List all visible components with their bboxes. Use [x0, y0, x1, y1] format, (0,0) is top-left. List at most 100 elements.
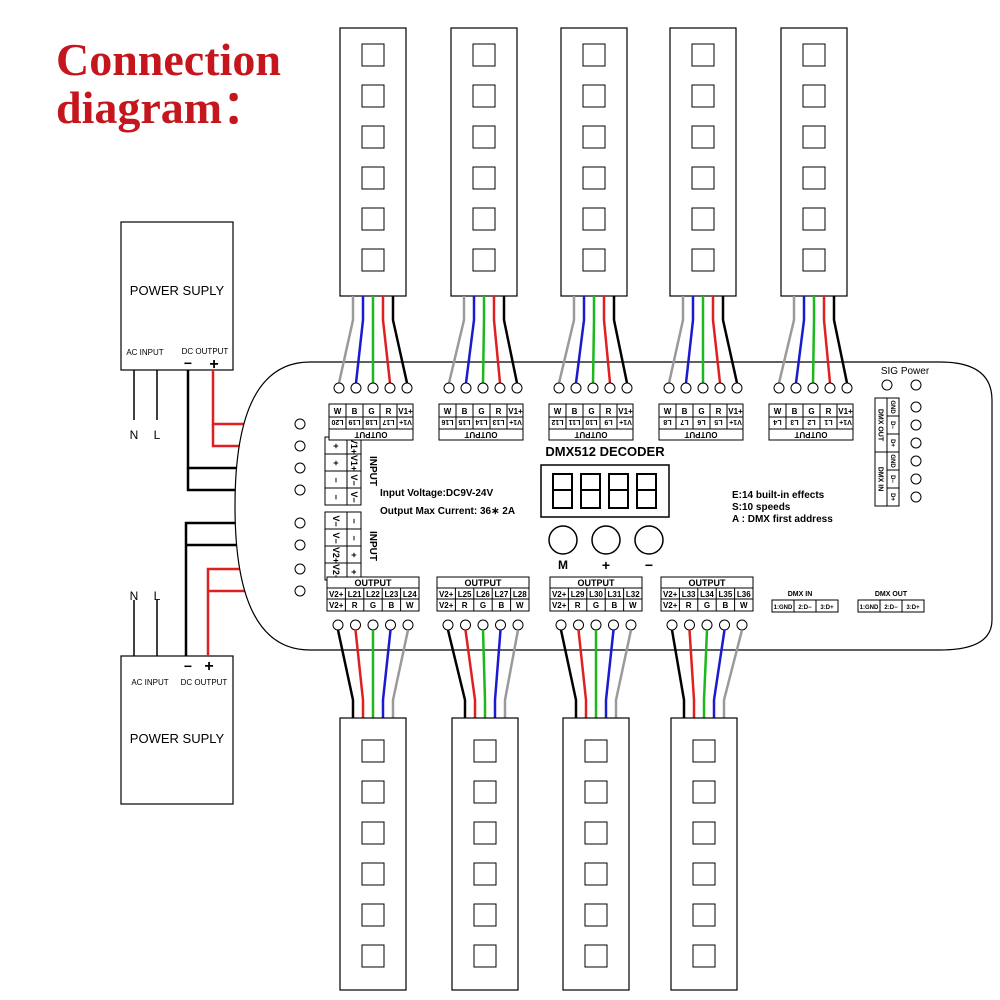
terminal-screw — [570, 382, 582, 394]
top-output-label: OUTPUT — [574, 430, 607, 439]
top-pin-label: G — [478, 407, 484, 416]
led-chip — [692, 944, 716, 968]
dmx-out-pin-3: 3:D+ — [906, 605, 920, 611]
terminal-screw — [841, 382, 853, 394]
bottom-channel-label: L26 — [476, 590, 490, 599]
top-output-label: OUTPUT — [464, 430, 497, 439]
led-chip — [582, 166, 606, 190]
minus-button[interactable] — [634, 525, 664, 555]
wire-bottom — [604, 629, 615, 718]
terminal-screw — [666, 619, 678, 631]
wire-bottom — [722, 629, 744, 718]
led-chip — [473, 862, 497, 886]
terminal-screw — [384, 382, 396, 394]
wire-top — [684, 296, 695, 384]
led-chip — [473, 821, 497, 845]
top-channel-label: L20 — [331, 418, 343, 425]
seven-segment-display — [540, 464, 670, 518]
dmx-in-label: DMX IN — [788, 591, 813, 598]
bottom-pin-label: R — [686, 601, 692, 610]
input2-pin-2: V− — [331, 532, 341, 543]
terminal-screw — [663, 382, 675, 394]
top-output-label: OUTPUT — [354, 430, 387, 439]
led-chip — [802, 248, 826, 272]
terminal-screw — [555, 619, 567, 631]
led-chip — [472, 84, 496, 108]
display-digit-1 — [552, 473, 573, 509]
wire-bottom — [614, 629, 633, 718]
mode-button[interactable] — [548, 525, 578, 555]
top-channel-label: L12 — [551, 418, 563, 425]
bottom-channel-label: V2+ — [329, 590, 344, 599]
bottom-output-label: OUTPUT — [689, 578, 727, 588]
sig-power-label: SIG Power — [881, 366, 930, 377]
mode-button-label: M — [558, 558, 568, 572]
led-chip — [361, 248, 385, 272]
led-chip — [361, 739, 385, 763]
led-chip — [582, 43, 606, 67]
title-line-1: Connection — [56, 34, 281, 85]
top-pin-label: G — [368, 407, 374, 416]
wire-top — [711, 296, 722, 384]
display-digit-4 — [636, 473, 657, 509]
terminal-screw — [511, 382, 523, 394]
led-chip — [473, 739, 497, 763]
top-output-label: OUTPUT — [684, 430, 717, 439]
led-chip — [473, 944, 497, 968]
led-chip — [802, 125, 826, 149]
led-chip — [584, 903, 608, 927]
terminal-screw — [608, 619, 619, 631]
top-pin-label: R — [606, 407, 612, 416]
wire-bottom — [559, 629, 578, 718]
terminal-screw — [790, 382, 802, 394]
wire-top — [337, 296, 355, 384]
bottom-output-label: OUTPUT — [578, 578, 616, 588]
terminal-screw — [773, 382, 785, 394]
terminal-screw — [460, 619, 471, 631]
wire-bottom — [702, 629, 709, 718]
plus-button-label: + — [602, 557, 610, 573]
bottom-channel-label: L30 — [589, 590, 603, 599]
top-pin-label: B — [682, 407, 688, 416]
dmx-out-label: DMX OUT — [875, 591, 908, 598]
bottom-channel-label: L31 — [608, 590, 622, 599]
terminal-screw — [625, 619, 637, 631]
top-channel-label: L19 — [348, 418, 360, 425]
address-label: A : DMX first address — [732, 514, 833, 525]
bottom-pin-label: R — [575, 601, 581, 610]
bottom-pin-label: B — [723, 601, 729, 610]
dmx-out-pin-2: 2:D− — [884, 605, 898, 611]
top-channel-label: V1+ — [509, 418, 522, 425]
dmx-in-pin-1: 1:GND — [774, 605, 793, 611]
input1-pin-1: V1+ — [349, 438, 359, 454]
power-supply-top-l: L — [154, 428, 161, 442]
bottom-channel-label: L23 — [385, 590, 399, 599]
power-supply-bottom-ac-input: AC INPUT — [131, 678, 168, 687]
top-channel-label: L6 — [697, 418, 705, 425]
wire-top — [574, 296, 586, 384]
bottom-channel-label: L25 — [458, 590, 472, 599]
dmx-in-pin-2: 2:D− — [798, 605, 812, 611]
input2-label: INPUT — [367, 531, 378, 561]
bottom-output-label: OUTPUT — [465, 578, 503, 588]
input1-mark-1: + — [331, 443, 341, 448]
power-supply-top-plus: + — [209, 356, 218, 373]
led-chip — [692, 903, 716, 927]
led-chip — [692, 739, 716, 763]
led-chip — [691, 125, 715, 149]
led-chip — [361, 43, 385, 67]
bottom-channel-label: L22 — [366, 590, 380, 599]
bottom-pin-label: W — [740, 601, 748, 610]
plus-button[interactable] — [591, 525, 621, 555]
wire-bottom — [391, 629, 410, 718]
top-channel-label: V1+ — [399, 418, 412, 425]
top-pin-label: G — [808, 407, 814, 416]
led-chip — [582, 84, 606, 108]
wire-top — [794, 296, 806, 384]
side-dmx-in-pin-dminus: D− — [889, 475, 895, 483]
speeds-label: S:10 speeds — [732, 502, 791, 513]
bottom-pin-label: W — [406, 601, 414, 610]
wire-bottom — [446, 629, 467, 718]
top-pin-label: R — [386, 407, 392, 416]
